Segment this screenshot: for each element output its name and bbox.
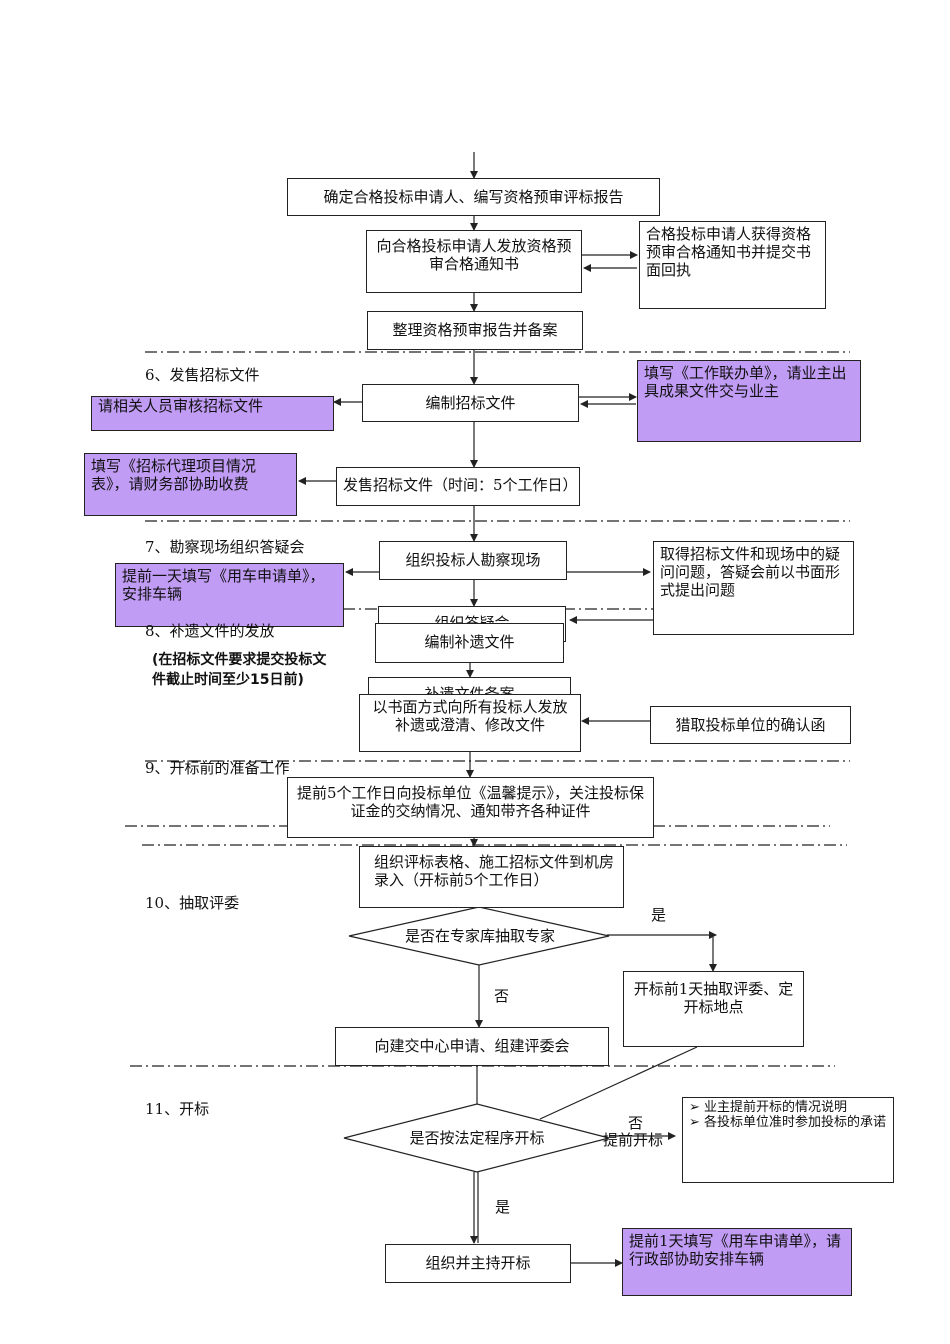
fill-project-box: 填写《招标代理项目情况表》，请财务部协助收费	[84, 453, 297, 516]
edge-yes-2: 是	[495, 1198, 511, 1216]
early-note-1: ➢ 业主提前开标的情况说明	[689, 1100, 848, 1115]
edge-early-open: 提前开标	[603, 1131, 664, 1149]
section-10-label: 10、抽取评委	[145, 894, 240, 912]
early-notes-box: ➢ 业主提前开标的情况说明 ➢ 各投标单位准时参加投标的承诺	[682, 1097, 894, 1183]
compile-docs-box: 编制招标文件	[362, 384, 579, 422]
build-committee-box: 向建交中心申请、组建评委会	[335, 1027, 609, 1066]
receipt-box: 合格投标申请人获得资格预审合格通知书并提交书面回执	[639, 221, 826, 309]
questions-box: 取得招标文件和现场中的疑问问题，答疑会前以书面形式提出问题	[653, 541, 854, 635]
compile-supp-box: 编制补遗文件	[375, 623, 564, 663]
issue-notice-box: 向合格投标申请人发放资格预审合格通知书	[366, 230, 582, 293]
early-note-2: ➢ 各投标单位准时参加投标的承诺	[689, 1115, 887, 1130]
draw-experts-box: 开标前1天抽取评委、定开标地点	[623, 971, 804, 1047]
confirm-qualified-box: 确定合格投标申请人、编写资格预审评标报告	[287, 178, 660, 216]
car-request-2-box: 提前1天填写《用车申请单》，请行政部协助安排车辆	[622, 1228, 852, 1296]
reminder-box: 提前5个工作日向投标单位《温馨提示》，关注投标保证金的交纳情况、通知带齐各种证件	[287, 777, 654, 838]
section-11-label: 11、开标	[145, 1100, 210, 1118]
site-visit-box: 组织投标人勘察现场	[379, 541, 567, 580]
sell-docs-box: 发售招标文件（时间：5个工作日）	[336, 467, 580, 506]
report-file-box: 整理资格预审报告并备案	[367, 311, 583, 350]
section-8-label: 8、补遗文件的发放	[145, 622, 275, 640]
edge-no-2: 否	[628, 1114, 644, 1132]
car-request-1-box: 提前一天填写《用车申请单》，安排车辆	[115, 563, 344, 627]
fill-contact-box: 填写《工作联办单》，请业主出具成果文件交与业主	[637, 360, 861, 442]
confirm-letter-box: 猎取投标单位的确认函	[650, 706, 851, 744]
issue-supp-box: 以书面方式向所有投标人发放补遗或澄清、修改文件	[359, 694, 581, 752]
section-9-label: 9、开标前的准备工作	[145, 759, 290, 777]
legal-decision-label: 是否按法定程序开标	[409, 1129, 545, 1147]
edge-no-1: 否	[494, 987, 510, 1005]
host-opening-box: 组织并主持开标	[385, 1244, 571, 1283]
edge-yes-1: 是	[651, 906, 667, 924]
section-8-note: (在招标文件要求提交投标文件截止时间至少15日前)	[152, 652, 327, 688]
section-7-label: 7、勘察现场组织答疑会	[145, 538, 305, 556]
eval-forms-box: 组织评标表格、施工招标文件到机房录入（开标前5个工作日）	[359, 846, 624, 908]
section-6-label: 6、发售招标文件	[145, 366, 260, 384]
expert-decision-label: 是否在专家库抽取专家	[404, 927, 555, 945]
review-docs-box: 请相关人员审核招标文件	[91, 396, 334, 431]
